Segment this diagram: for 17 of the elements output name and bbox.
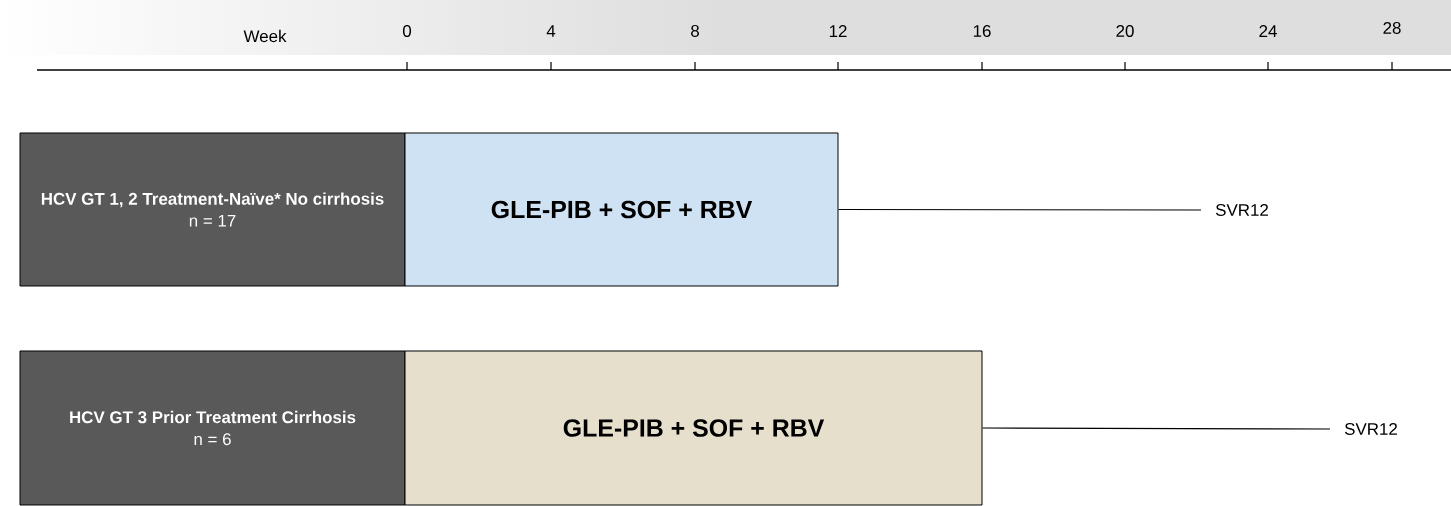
outcome-label: SVR12 bbox=[1344, 423, 1397, 435]
axis-label: 12 bbox=[829, 25, 847, 37]
axis-label: 8 bbox=[691, 25, 699, 37]
patient-group-box: HCV GT 1, 2 Treatment-Naïve* No cirrhosis n = 17 bbox=[19, 132, 406, 287]
axis-label: Week bbox=[243, 29, 287, 43]
axis-label: 16 bbox=[973, 25, 991, 37]
axis-label: 0 bbox=[402, 25, 412, 37]
timeline-line bbox=[837, 208, 1202, 211]
patient-group-box: HCV GT 3 Prior Treatment Cirrhosis n = 6 bbox=[19, 350, 406, 506]
axis-label: 28 bbox=[1383, 22, 1401, 34]
treatment-bar: GLE-PIB + SOF + RBV bbox=[404, 132, 839, 287]
treatment-bar: GLE-PIB + SOF + RBV bbox=[404, 350, 983, 506]
timeline-line bbox=[981, 427, 1331, 430]
axis-label: 4 bbox=[546, 25, 556, 37]
axis-label: 20 bbox=[1116, 25, 1134, 37]
axis-label: 24 bbox=[1259, 25, 1277, 37]
outcome-label: SVR12 bbox=[1215, 204, 1268, 216]
